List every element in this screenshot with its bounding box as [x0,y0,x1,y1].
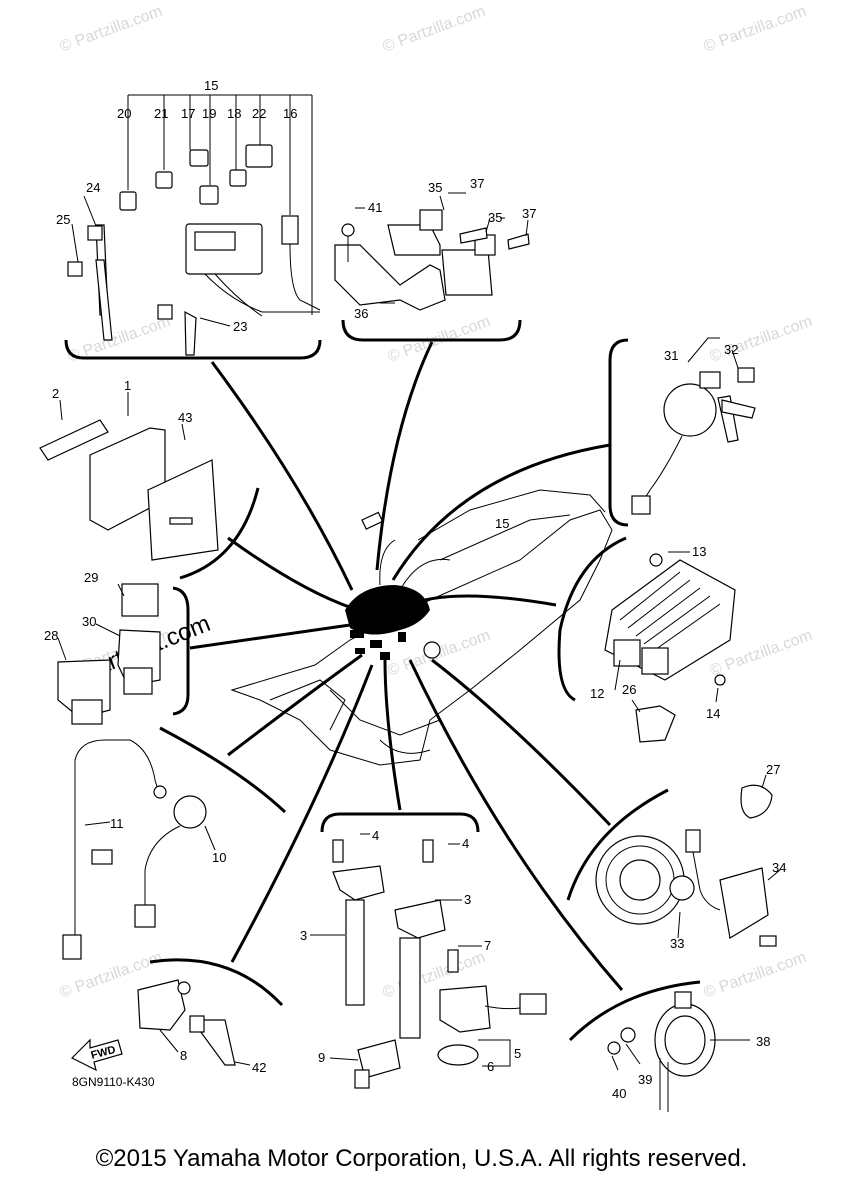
part-labels: 15 20 21 17 19 18 22 16 24 25 23 41 35 3… [44,78,786,1101]
part-label-10: 10 [212,850,226,865]
main-switch-group [631,337,756,515]
part-label-33: 33 [670,936,684,951]
watermark: © Partzilla.com [58,3,165,56]
part-label-15: 15 [204,78,218,93]
part-label-23: 23 [233,319,247,334]
part-label-42: 42 [252,1060,266,1075]
part-label-21: 21 [154,106,168,121]
part-label-17: 17 [181,106,195,121]
relay-group-28-30 [57,583,161,725]
part-label-35: 35 [428,180,442,195]
part-label-43: 43 [178,410,192,425]
part-label-3: 3 [464,892,471,907]
part-label-41: 41 [368,200,382,215]
part-label-22: 22 [252,106,266,121]
part-label-30: 30 [82,614,96,629]
part-label-32: 32 [724,342,738,357]
diagram-code: 8GN9110-K430 [72,1075,155,1089]
regulator-group [604,551,736,743]
part-label-24: 24 [86,180,100,195]
part-label-39: 39 [638,1072,652,1087]
watermark: © Partzilla.com [702,949,809,1002]
part-label-5: 5 [514,1046,521,1061]
part-label-11: 11 [110,816,124,831]
part-label-6: 6 [487,1059,494,1074]
part-label-31: 31 [664,348,678,363]
group-brackets [64,319,701,1042]
part-label-35: 35 [488,210,502,225]
part-label-12: 12 [590,686,604,701]
part-label-8: 8 [180,1048,187,1063]
part-label-34: 34 [772,860,786,875]
ecu-group [39,392,219,561]
horn-group [607,991,750,1112]
part-label-4: 4 [372,828,379,843]
part-label-28: 28 [44,628,58,643]
part-label-1: 1 [124,378,131,393]
part-label-13: 13 [692,544,706,559]
pickup-coil-group [595,774,781,947]
central-harness-cluster [345,539,451,660]
part-label-18: 18 [227,106,241,121]
part-label-4: 4 [462,836,469,851]
leader-lines [189,341,624,991]
part-label-27: 27 [766,762,780,777]
part-label-15: 15 [495,516,509,531]
part-label-20: 20 [117,106,131,121]
part-label-25: 25 [56,212,70,227]
part-label-2: 2 [52,386,59,401]
part-label-37: 37 [470,176,484,191]
vehicle-frame [230,489,613,766]
relay-bracket-group [334,192,530,311]
watermark: © Partzilla.com [708,313,815,366]
part-label-26: 26 [622,682,636,697]
part-label-36: 36 [354,306,368,321]
part-label-3: 3 [300,928,307,943]
part-label-14: 14 [706,706,720,721]
watermark: © Partzilla.com [702,3,809,56]
part-label-29: 29 [84,570,98,585]
part-label-40: 40 [612,1086,626,1101]
copyright-notice: ©2015 Yamaha Motor Corporation, U.S.A. A… [95,1145,748,1172]
part-label-19: 19 [202,106,216,121]
part-label-37: 37 [522,206,536,221]
part-label-16: 16 [283,106,297,121]
ignition-coil-group [310,833,547,1067]
part-label-38: 38 [756,1034,770,1049]
part-label-7: 7 [484,938,491,953]
sensor-group-10-11 [62,739,216,960]
sensor-group-8-9 [137,979,401,1089]
part-label-9: 9 [318,1050,325,1065]
watermark: © Partzilla.com [381,3,488,56]
fwd-arrow: FWD [70,1038,123,1072]
fuse-box-group [67,94,321,356]
